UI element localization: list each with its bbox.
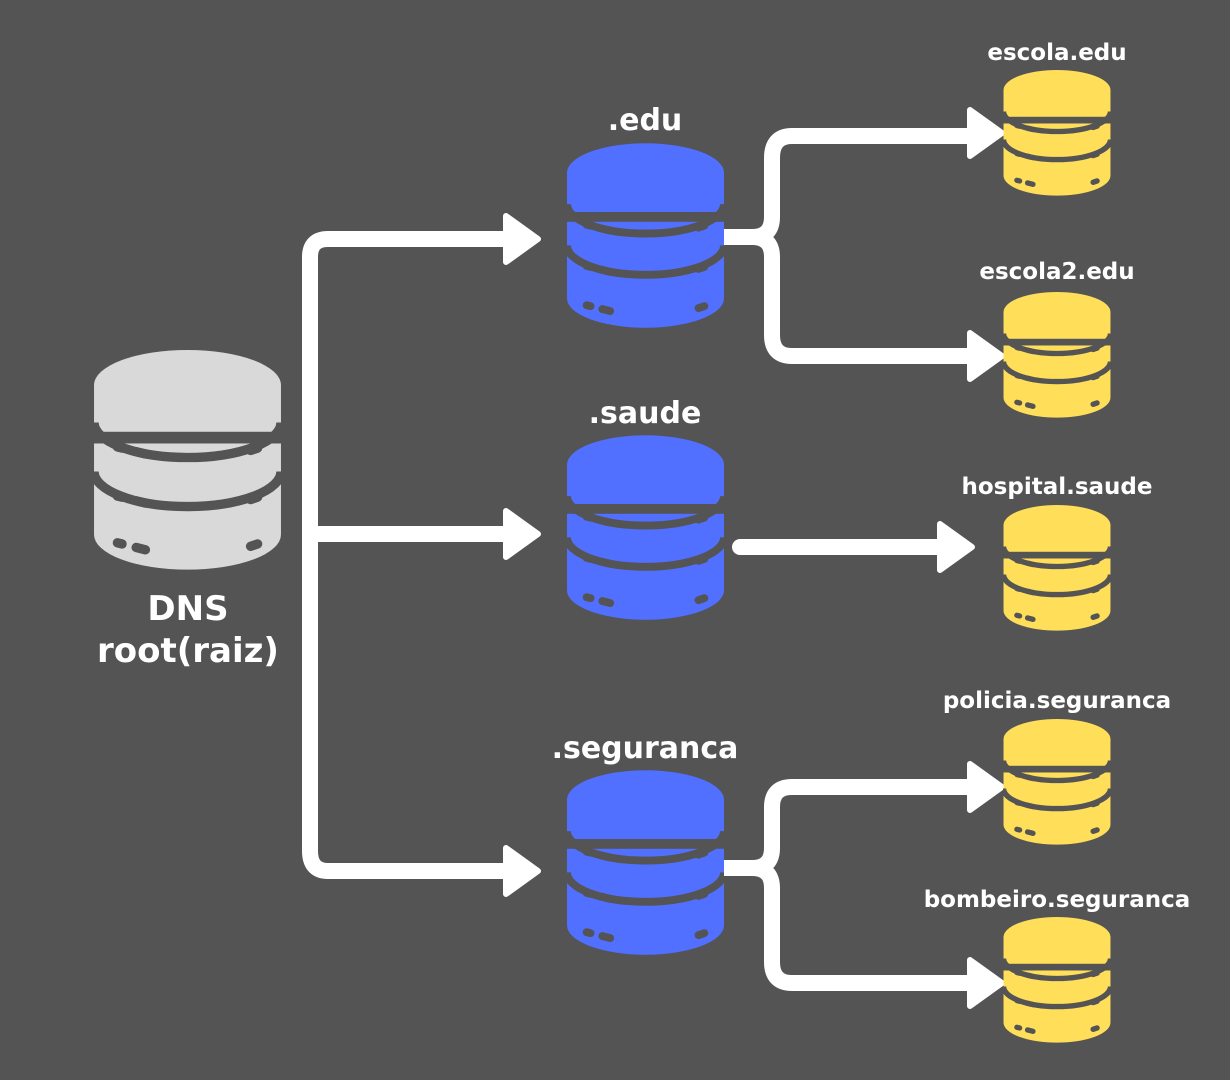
- database-icon: [1002, 505, 1112, 631]
- database-icon: [565, 770, 726, 954]
- database-icon: [565, 143, 726, 327]
- connectors: [302, 128, 980, 991]
- leaf-node-hospital-saude: hospital.saude: [962, 474, 1153, 631]
- database-icon: [1002, 719, 1112, 845]
- tld-node-seguranca: .seguranca: [552, 731, 739, 955]
- arrow-icon: [967, 957, 1005, 1009]
- seguranca-branch-line: [716, 779, 980, 991]
- arrow-icon: [967, 107, 1005, 159]
- database-icon: [1002, 292, 1112, 418]
- arrow-icon: [503, 508, 541, 560]
- leaf-node-escola2-edu: escola2.edu: [979, 259, 1135, 418]
- root-node: DNS root(raiz): [92, 350, 284, 671]
- database-icon: [565, 435, 726, 619]
- edu-branch-line: [716, 128, 980, 364]
- arrow-icon: [937, 521, 975, 573]
- arrow-icon: [503, 213, 541, 265]
- tld-label-seguranca: .seguranca: [552, 731, 739, 766]
- tld-node-edu: .edu: [565, 103, 726, 328]
- leaf-node-policia-seguranca: policia.seguranca: [943, 688, 1171, 845]
- leaf-label-hospital-saude: hospital.saude: [962, 474, 1153, 500]
- leaf-label-bombeiro-seguranca: bombeiro.seguranca: [924, 887, 1191, 913]
- database-icon: [92, 350, 284, 570]
- root-label-line2: root(raiz): [97, 631, 279, 671]
- tld-label-edu: .edu: [608, 103, 683, 138]
- database-icon: [1002, 917, 1112, 1043]
- root-trunk-line: [302, 231, 518, 879]
- leaf-node-escola-edu: escola.edu: [987, 40, 1127, 196]
- arrow-icon: [967, 761, 1005, 813]
- tld-node-saude: .saude: [565, 396, 726, 620]
- arrowheads: [503, 107, 1005, 1009]
- leaf-node-bombeiro-seguranca: bombeiro.seguranca: [924, 887, 1191, 1043]
- tld-label-saude: .saude: [589, 396, 702, 431]
- arrow-icon: [503, 845, 541, 897]
- leaf-label-escola2-edu: escola2.edu: [979, 259, 1134, 285]
- leaf-label-policia-seguranca: policia.seguranca: [943, 688, 1171, 714]
- leaf-label-escola-edu: escola.edu: [987, 40, 1126, 66]
- root-label-line1: DNS: [147, 589, 228, 629]
- arrow-icon: [967, 330, 1005, 382]
- database-icon: [1002, 70, 1112, 196]
